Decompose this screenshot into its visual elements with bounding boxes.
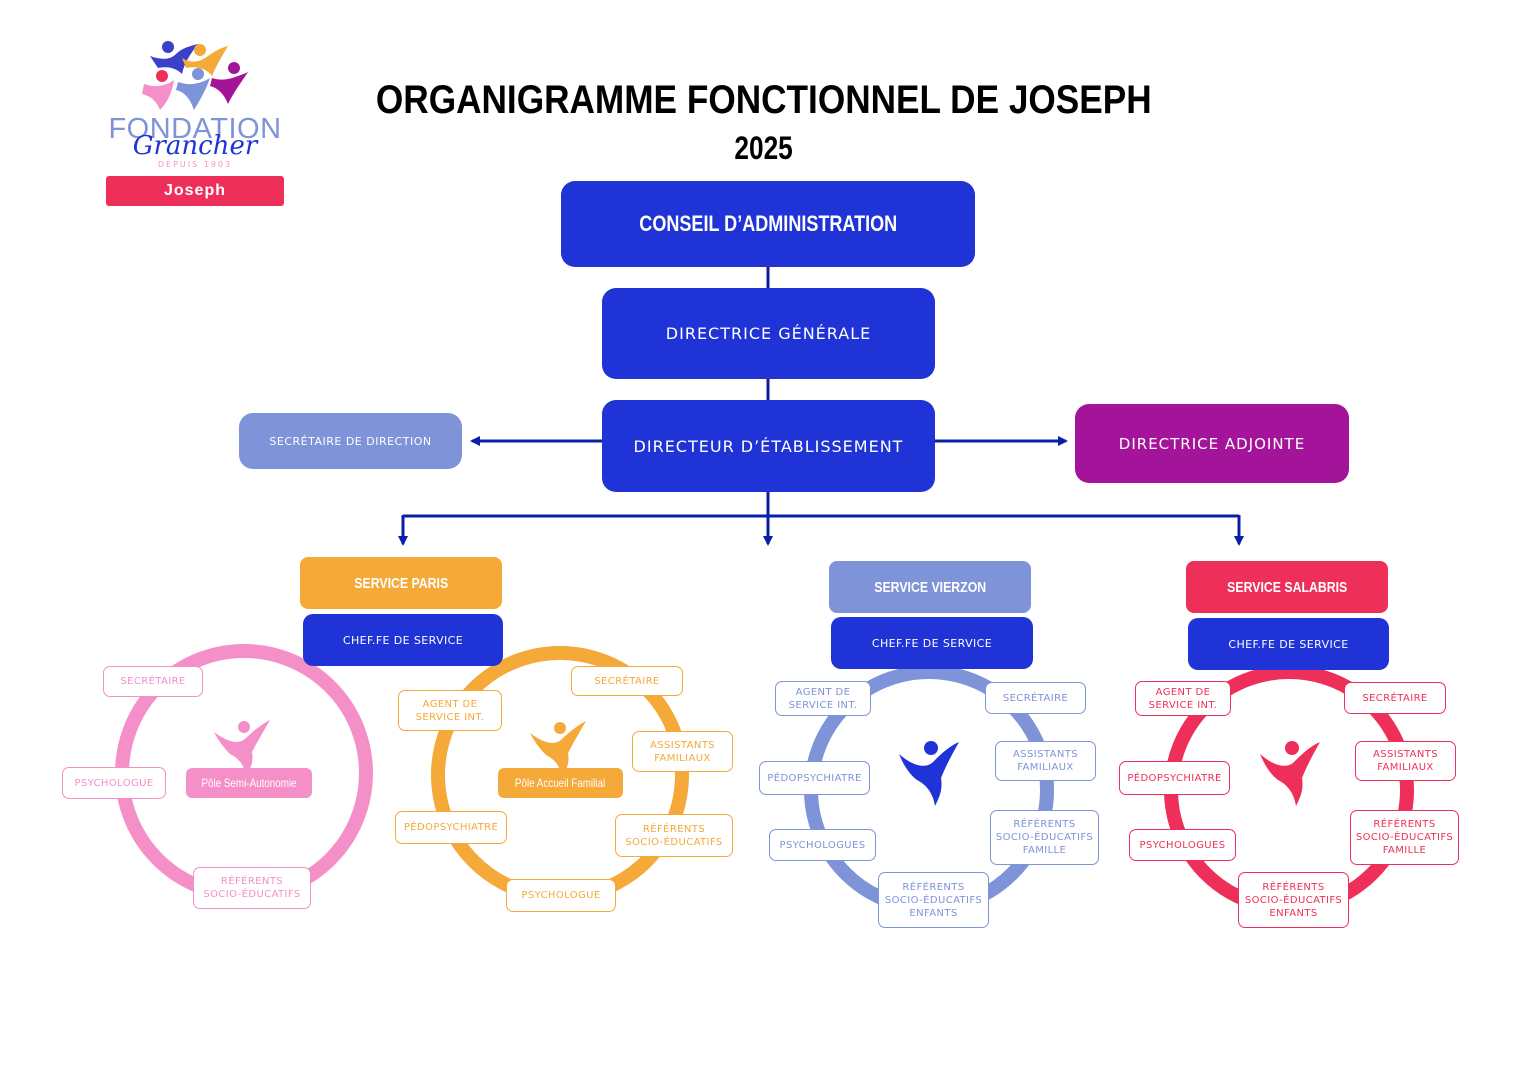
figure-icon [214, 720, 270, 776]
vierzon-agent: AGENT DE SERVICE INT. [775, 681, 871, 716]
semi-secretaire: SECRÉTAIRE [103, 666, 203, 697]
directrice-generale-box: DIRECTRICE GÉNÉRALE [602, 288, 935, 379]
vierzon-pedopsychiatre: PÉDOPSYCHIATRE [759, 761, 870, 795]
page-year: 2025 [734, 130, 793, 166]
salabris-agent: AGENT DE SERVICE INT. [1135, 681, 1231, 716]
pole-semi-autonomie-label: Pôle Semi-Autonomie [201, 776, 297, 790]
secretaire-direction-box: SECRÉTAIRE DE DIRECTION [239, 413, 462, 469]
service-salabris-label: SERVICE SALABRIS [1226, 578, 1348, 596]
conseil-administration-box: CONSEIL D’ADMINISTRATION [561, 181, 975, 267]
logo: FONDATION Grancher DEPUIS 1903 Joseph [104, 38, 286, 208]
pole-accueil-familial-label: Pôle Accueil Familial [515, 776, 606, 790]
semi-referents: RÉFÉRENTS SOCIO-ÉDUCATIFS [193, 867, 311, 909]
figure-icon [899, 741, 959, 806]
directrice-adjointe-box: DIRECTRICE ADJOINTE [1075, 404, 1349, 483]
service-salabris-header: SERVICE SALABRIS [1186, 561, 1388, 613]
vierzon-assistants: ASSISTANTS FAMILIAUX [995, 741, 1096, 781]
pole-semi-autonomie-badge: Pôle Semi-Autonomie [186, 768, 312, 798]
accueil-pedopsychiatre: PÉDOPSYCHIATRE [395, 811, 507, 844]
salabris-psychologues: PSYCHOLOGUES [1129, 829, 1236, 861]
salabris-pedopsychiatre: PÉDOPSYCHIATRE [1119, 761, 1230, 795]
salabris-referents-famille: RÉFÉRENTS SOCIO-ÉDUCATIFS FAMILLE [1350, 810, 1459, 865]
service-vierzon-header: SERVICE VIERZON [829, 561, 1031, 613]
vierzon-secretaire: SECRÉTAIRE [985, 682, 1086, 714]
service-paris-header: SERVICE PARIS [300, 557, 502, 609]
vierzon-referents-famille: RÉFÉRENTS SOCIO-ÉDUCATIFS FAMILLE [990, 810, 1099, 865]
logo-figures-icon [142, 41, 248, 110]
figure-icon [530, 721, 586, 777]
service-vierzon-chef-label: CHEF.FE DE SERVICE [871, 636, 993, 650]
page-title: ORGANIGRAMME FONCTIONNEL DE JOSEPH [375, 78, 1152, 122]
accueil-assistants: ASSISTANTS FAMILIAUX [632, 731, 733, 772]
service-paris-chef: CHEF.FE DE SERVICE [303, 614, 503, 666]
logo-fondation: FONDATION [108, 113, 282, 145]
vierzon-psychologues: PSYCHOLOGUES [769, 829, 876, 861]
accueil-referents: RÉFÉRENTS SOCIO-ÉDUCATIFS [615, 814, 733, 857]
service-vierzon-chef: CHEF.FE DE SERVICE [831, 617, 1033, 669]
service-salabris-chef: CHEF.FE DE SERVICE [1188, 618, 1389, 670]
logo-grancher: Grancher [132, 131, 258, 161]
vierzon-referents-enfants: RÉFÉRENTS SOCIO-ÉDUCATIFS ENFANTS [878, 872, 989, 928]
logo-badge-text: Joseph [163, 182, 226, 199]
service-salabris-chef-label: CHEF.FE DE SERVICE [1228, 637, 1349, 651]
figure-icon [1260, 741, 1320, 806]
salabris-assistants: ASSISTANTS FAMILIAUX [1355, 741, 1456, 781]
directeur-etablissement-label: DIRECTEUR D’ÉTABLISSEMENT [633, 436, 904, 456]
accueil-psychologue: PSYCHOLOGUE [506, 879, 616, 912]
salabris-secretaire: SECRÉTAIRE [1344, 682, 1446, 714]
directrice-generale-label: DIRECTRICE GÉNÉRALE [665, 324, 872, 343]
service-paris-chef-label: CHEF.FE DE SERVICE [342, 633, 464, 647]
salabris-referents-enfants: RÉFÉRENTS SOCIO-ÉDUCATIFS ENFANTS [1238, 872, 1349, 928]
accueil-secretaire: SECRÉTAIRE [571, 666, 683, 696]
secretaire-direction-label: SECRÉTAIRE DE DIRECTION [269, 434, 432, 448]
accueil-agent: AGENT DE SERVICE INT. [398, 690, 502, 731]
logo-badge: Joseph [106, 176, 284, 206]
service-paris-label: SERVICE PARIS [354, 574, 448, 592]
directeur-etablissement-box: DIRECTEUR D’ÉTABLISSEMENT [602, 400, 935, 492]
directrice-adjointe-label: DIRECTRICE ADJOINTE [1118, 434, 1306, 453]
pole-accueil-familial-badge: Pôle Accueil Familial [498, 768, 623, 798]
conseil-administration-label: CONSEIL D’ADMINISTRATION [639, 211, 897, 236]
service-vierzon-label: SERVICE VIERZON [874, 578, 986, 596]
semi-psychologue: PSYCHOLOGUE [62, 767, 166, 799]
logo-depuis: DEPUIS 1903 [157, 160, 233, 169]
